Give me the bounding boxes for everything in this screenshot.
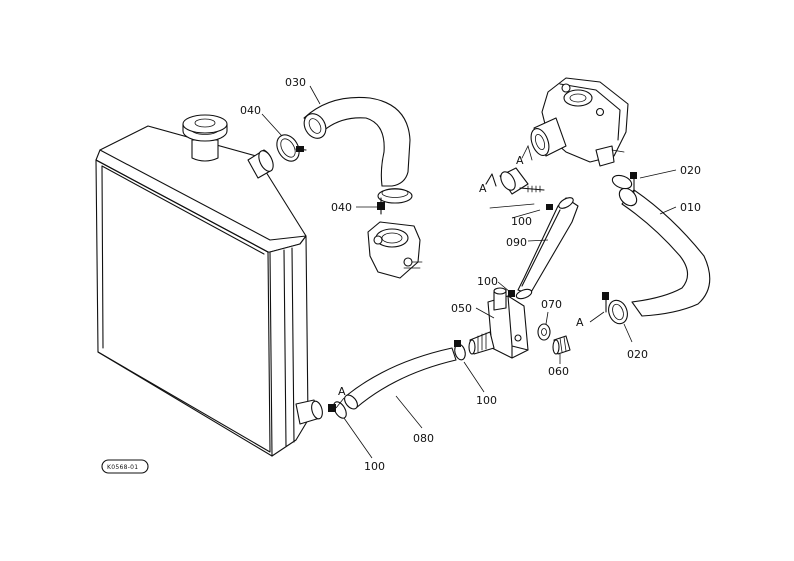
part-number-090: 090 <box>506 236 527 249</box>
reference-a-upper-left: A <box>479 182 487 195</box>
part-number-050: 050 <box>451 302 472 315</box>
part-number-040-upper: 040 <box>240 104 261 117</box>
part-number-030: 030 <box>285 76 306 89</box>
lower-hose-010 <box>618 187 711 317</box>
washer-070 <box>537 323 551 341</box>
bypass-hose-090 <box>517 197 579 295</box>
part-number-040-lower: 040 <box>331 201 352 214</box>
reference-a-lower-left: A <box>338 385 346 398</box>
water-joint-050 <box>468 287 529 359</box>
part-number-070: 070 <box>541 298 562 311</box>
part-number-100-top: 100 <box>511 215 532 228</box>
part-number-020-lower: 020 <box>627 348 648 361</box>
drain-plug-060 <box>552 335 571 355</box>
part-number-010: 010 <box>680 201 701 214</box>
hose-clamp-100-right <box>454 340 466 361</box>
diagram-code-badge: K0568-01 <box>101 459 149 474</box>
part-number-100-left: 100 <box>364 460 385 473</box>
hose-clamp-100-left <box>328 401 347 419</box>
part-number-100-middle: 100 <box>477 275 498 288</box>
hose-clamp-040-lower <box>377 188 413 215</box>
bypass-fitting <box>485 167 545 209</box>
part-number-060: 060 <box>548 365 569 378</box>
part-number-020-upper: 020 <box>680 164 701 177</box>
reference-a-upper-right: A <box>516 154 524 167</box>
upper-hose-030 <box>303 96 411 187</box>
diagram-code: K0568-01 <box>107 464 138 471</box>
lower-hose-080 <box>344 347 457 410</box>
hose-clamp-040-upper <box>276 134 307 162</box>
hose-clamp-100-top <box>546 197 574 210</box>
part-number-080: 080 <box>413 432 434 445</box>
hose-clamp-100-middle <box>508 288 533 300</box>
part-number-100-right: 100 <box>476 394 497 407</box>
radiator <box>95 114 323 457</box>
water-pump-housing <box>521 77 629 167</box>
hose-clamp-020-upper <box>611 172 637 193</box>
leader-lines <box>261 85 677 459</box>
thermostat-housing <box>367 221 423 279</box>
reference-a-lower-right: A <box>576 316 584 329</box>
hose-clamp-020-lower <box>602 292 628 325</box>
